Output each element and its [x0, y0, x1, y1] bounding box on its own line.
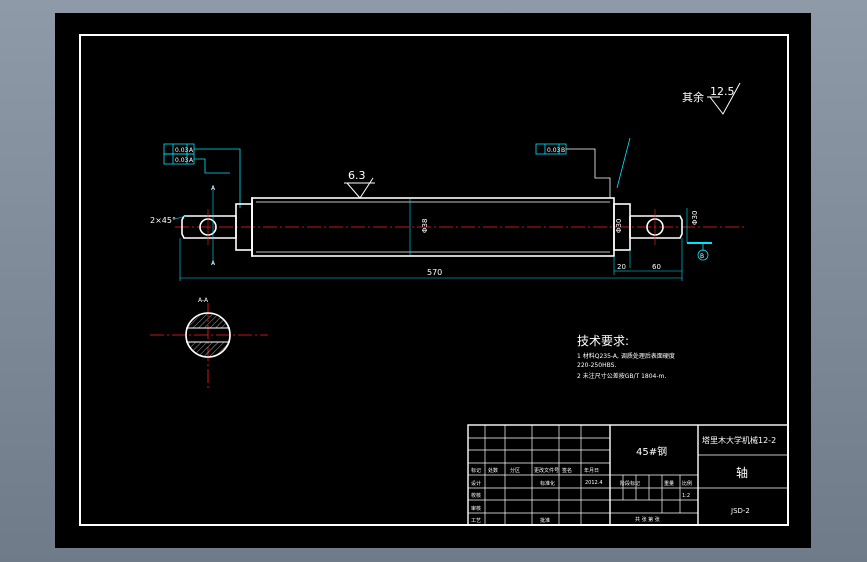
dia-main-dim: Φ38	[421, 219, 429, 233]
tb-school: 塔里木大学机械12-2	[702, 435, 776, 445]
tolerance-frame-right: 0.03 B	[535, 143, 567, 155]
roughness-other-value: 12.5	[710, 85, 735, 98]
tech-line-1b: 220-250HBS.	[577, 362, 616, 369]
chamfer-leader	[174, 215, 187, 220]
shaft-profile	[181, 197, 683, 257]
tolerance-left2-datum: A	[189, 157, 194, 164]
tb-approve-label: 批准	[540, 517, 550, 524]
tolerance-left2-value: 0.03	[175, 157, 189, 164]
tb-col-4: 年月日	[584, 467, 599, 474]
leader-right-2	[616, 137, 631, 189]
section-hatch	[186, 313, 230, 357]
section-mark-bottom: A	[211, 260, 216, 267]
dia-30-dim: Φ30	[615, 219, 623, 233]
tech-title: 技术要求:	[577, 334, 629, 348]
tb-material: 45#钢	[636, 445, 667, 458]
cad-drawing: 其余 12.5 6.3 0.03 A 0.03 A 0.03 B	[79, 34, 789, 526]
tb-scale-label: 比例	[682, 480, 692, 487]
tb-sheet-label: 共 张 第 张	[635, 516, 660, 523]
tb-col-3: 签名	[562, 467, 572, 474]
tb-std-label: 标准化	[540, 480, 555, 487]
tb-row-label-4: 工艺	[471, 518, 481, 524]
tb-col-1: 分区	[510, 467, 520, 474]
dim-total: 570	[427, 268, 442, 277]
tb-date-cell: 2012.4	[585, 480, 603, 486]
tb-col-2: 更改文件号	[534, 467, 559, 474]
roughness-other-symbol	[709, 82, 741, 115]
section-view-label: A-A	[198, 297, 209, 304]
tb-row-label-2: 校核	[471, 492, 481, 499]
roughness-main-value: 6.3	[348, 169, 366, 182]
datum-b-circle	[697, 249, 709, 261]
tb-weight-label: 重量	[664, 480, 674, 487]
datum-b-label: B	[700, 253, 704, 260]
leader-left-tol-2	[194, 158, 230, 174]
tolerance-frame-left: 0.03 A	[163, 143, 195, 155]
roughness-other-label: 其余	[682, 90, 704, 104]
dim-20: 20	[617, 263, 626, 271]
sheet-border	[79, 34, 789, 526]
dimension-lines	[179, 238, 683, 281]
leader-left-tol	[194, 148, 241, 208]
tech-line-1: 1 材料Q235-A, 调质处理后表面硬度	[577, 352, 675, 360]
tb-row-label-0: 标记	[471, 467, 481, 474]
tb-row-label-3: 审核	[471, 505, 481, 512]
tolerance-left-value: 0.03	[175, 147, 189, 154]
chamfer-dim: 2×45°	[150, 216, 176, 225]
tb-col-0: 处数	[488, 467, 498, 474]
tb-scale-value: 1:2	[682, 493, 690, 499]
tb-row-label-1: 设计	[471, 480, 481, 487]
tb-part-name: 轴	[736, 465, 748, 480]
tech-line-2: 2 未注尺寸公差按GB/T 1804-m.	[577, 372, 666, 380]
tolerance-right-datum: B	[561, 147, 565, 154]
tb-stage-label: 阶段标记	[620, 480, 640, 487]
cad-drawing-viewport[interactable]: 其余 12.5 6.3 0.03 A 0.03 A 0.03 B	[55, 13, 811, 548]
tolerance-frame-left-2: 0.03 A	[163, 153, 195, 165]
tb-drawing-no: JSD-2	[730, 507, 750, 515]
title-block: 45#钢 塔里木大学机械12-2 轴 JSD-2 标记 设计 校核 审核 工艺 …	[467, 424, 789, 526]
dia-right-dim: Φ30	[691, 211, 699, 225]
dim-60: 60	[652, 263, 661, 271]
tolerance-right-value: 0.03	[547, 147, 561, 154]
tolerance-left-datum: A	[189, 147, 194, 154]
section-mark-top: A	[211, 185, 216, 192]
leader-right-tol	[566, 148, 611, 198]
